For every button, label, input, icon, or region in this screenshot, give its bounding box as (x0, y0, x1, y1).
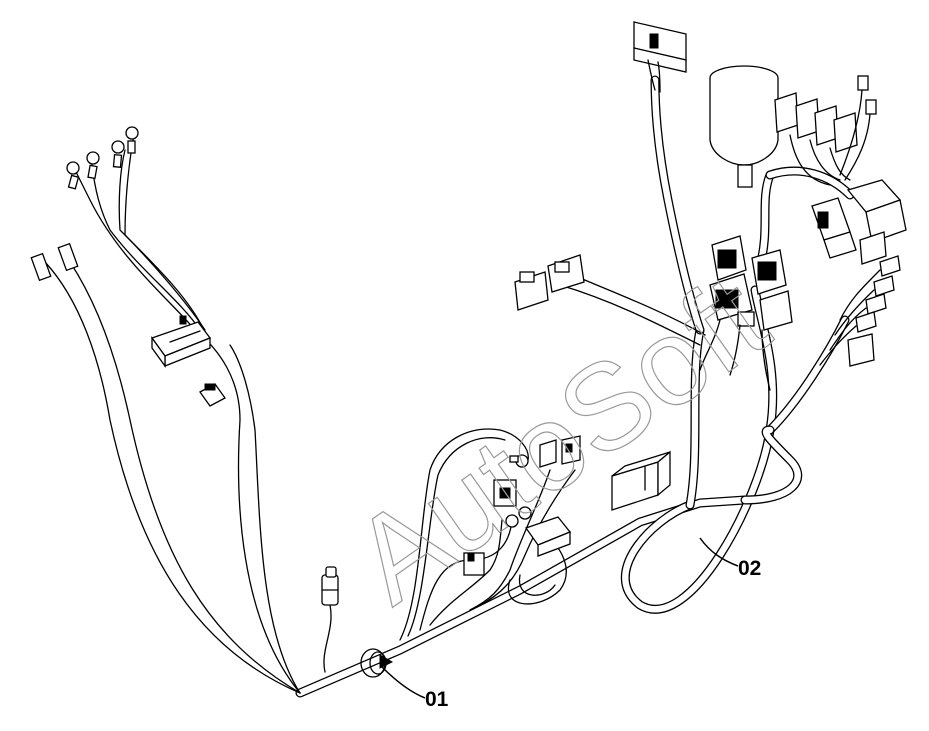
harness-loop-02 (620, 75, 855, 614)
callout-02: 02 (699, 537, 761, 580)
ring-terminal-1 (66, 161, 80, 190)
ring-terminal-4 (125, 126, 139, 154)
right-small-connectors (819, 255, 901, 367)
center-right-connector-stack (699, 235, 793, 391)
callout-01: 01 (381, 666, 449, 711)
top-right-pigtail-connectors (839, 75, 877, 181)
center-connector-pair (514, 254, 706, 346)
middle-ring-terminal-1 (509, 454, 529, 468)
middle-ring-terminal-3 (518, 506, 532, 520)
ring-terminal-group (66, 126, 139, 190)
ring-terminal-3 (111, 140, 125, 168)
cable-clamp-01 (360, 648, 394, 678)
bottom-sensor-connector (321, 566, 339, 673)
middle-ring-terminal-2 (505, 514, 519, 528)
trunk-relay-box (611, 450, 671, 511)
left-wire-bundle (44, 139, 301, 694)
cylinder-component (709, 65, 779, 188)
top-center-connector (633, 21, 687, 93)
middle-box-connector (524, 516, 572, 557)
left-multipin-connector (150, 315, 212, 369)
left-small-connector (199, 383, 226, 407)
right-relay-cluster (811, 179, 907, 265)
middle-small-connector (463, 552, 485, 576)
callout-label-01: 01 (425, 688, 449, 711)
sleeved-wire-end-1 (30, 252, 52, 282)
middle-black-connector (493, 479, 517, 507)
sleeved-wire-end-2 (57, 242, 79, 272)
ring-terminal-2 (86, 151, 100, 180)
callout-label-02: 02 (738, 557, 761, 580)
middle-split-connector (539, 435, 581, 468)
